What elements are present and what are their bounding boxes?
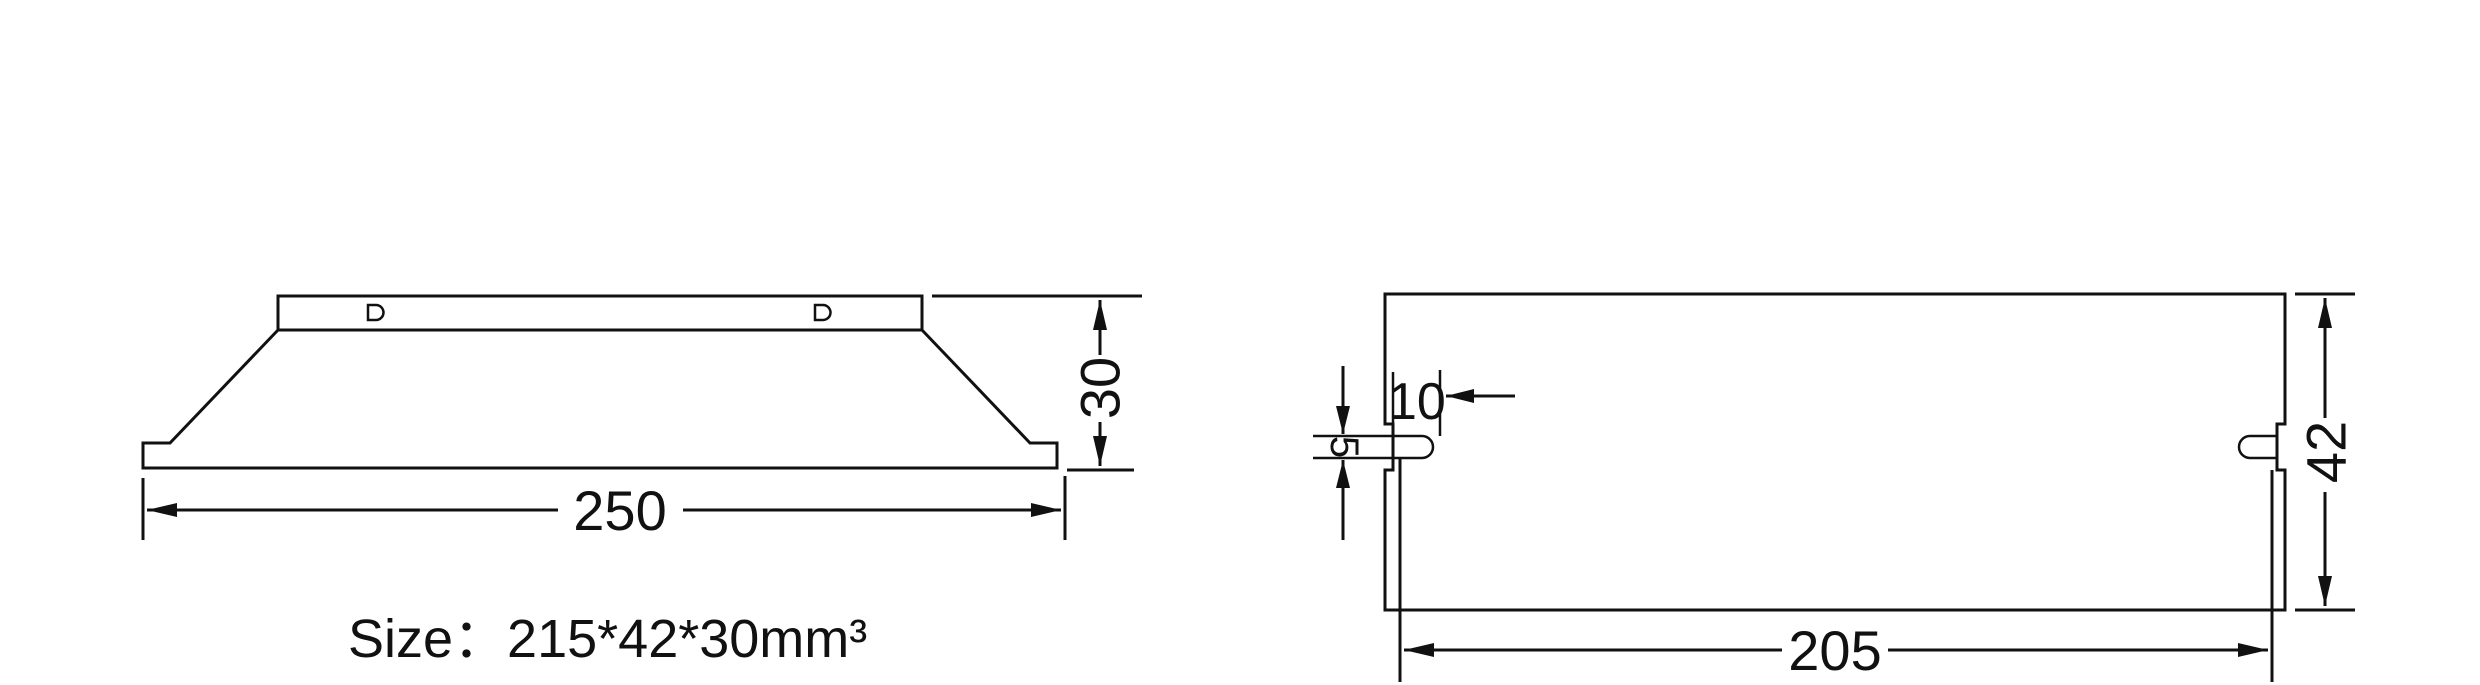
right-mounting-slot-icon (2237, 434, 2277, 460)
slot-width-label: 5 (1322, 436, 1366, 458)
left-mounting-slot-icon (1393, 434, 1435, 460)
side-view: 30 250 (141, 294, 1142, 542)
pitch-dimension-label: 205 (1788, 619, 1881, 682)
mounting-mark-right-icon (813, 303, 832, 322)
pitch-arrow-right-icon (2238, 643, 2268, 657)
width-arrow-down-icon (2318, 576, 2332, 606)
side-view-body-outline (141, 328, 1059, 470)
height-arrow-up-icon (1093, 300, 1107, 330)
height-dimension-label: 30 (1069, 357, 1132, 419)
slot-width-arrow-down-icon (1336, 406, 1350, 434)
size-caption: Size：215*42*30mm³ (348, 609, 868, 669)
slot-depth-arrow-icon (1446, 389, 1474, 403)
height-arrow-down-icon (1093, 436, 1107, 466)
length-dimension-label: 250 (573, 479, 666, 542)
length-arrow-right-icon (1031, 503, 1061, 517)
side-view-top-rail (276, 294, 924, 332)
top-view-plate-outline (1383, 292, 2287, 612)
top-view: 10 5 42 205 (1313, 292, 2358, 682)
mounting-mark-left-icon (366, 303, 385, 322)
width-dimension-label: 42 (2295, 421, 2358, 483)
pitch-arrow-left-icon (1404, 643, 1434, 657)
slot-depth-label: 10 (1388, 373, 1446, 431)
length-arrow-left-icon (147, 503, 177, 517)
slot-width-arrow-up-icon (1336, 460, 1350, 488)
width-arrow-up-icon (2318, 298, 2332, 328)
